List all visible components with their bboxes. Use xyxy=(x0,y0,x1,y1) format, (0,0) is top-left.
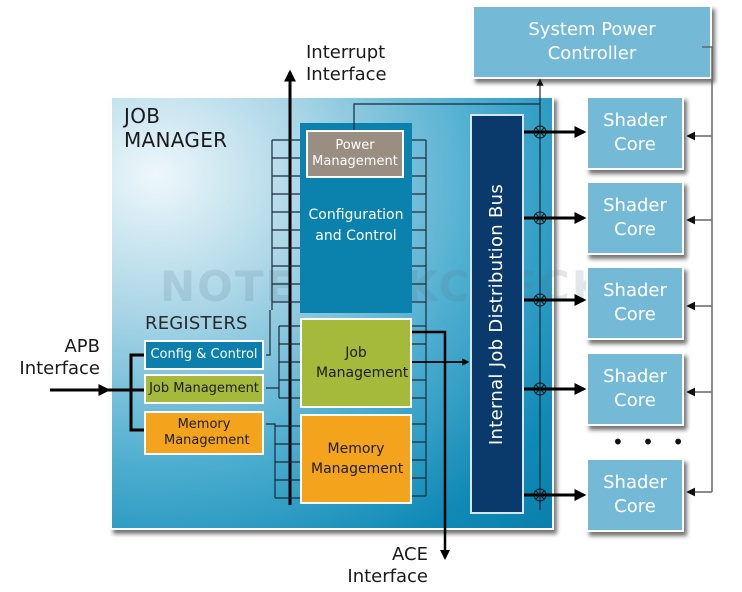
system-power-controller: System Power Controller xyxy=(472,5,712,79)
shader-core-line2: Core xyxy=(614,219,656,240)
shader-core: Shader Core xyxy=(586,266,684,340)
switch-icon xyxy=(533,382,547,396)
shader-core-line1: Shader xyxy=(603,110,667,131)
shader-core-line2: Core xyxy=(614,390,656,411)
ace-line2: Interface xyxy=(347,566,428,587)
internal-job-distribution-bus xyxy=(470,114,524,514)
apb-interface-label: APB Interface xyxy=(14,336,100,380)
shader-core: Shader Core xyxy=(586,458,684,532)
job-management-block: Job Management xyxy=(300,318,412,408)
interrupt-line2: Interface xyxy=(306,64,387,85)
switch-icon xyxy=(533,211,547,225)
shader-core: Shader Core xyxy=(586,181,684,255)
configuration-control-line1: Configuration xyxy=(308,207,404,223)
job-manager-title-line1: JOB xyxy=(124,104,161,128)
apb-bracket xyxy=(108,353,144,432)
bus-to-cores-arrows xyxy=(524,126,587,501)
shader-core-line2: Core xyxy=(614,134,656,155)
configuration-control-line2: and Control xyxy=(315,228,397,244)
shader-core-line1: Shader xyxy=(603,366,667,387)
memory-management-label: Memory Management xyxy=(311,441,404,477)
switch-icon xyxy=(533,488,547,502)
shader-core: Shader Core xyxy=(586,352,684,426)
switch-icon xyxy=(533,293,547,307)
switch-icons xyxy=(533,125,547,502)
shader-core-line1: Shader xyxy=(603,195,667,216)
configuration-control-label: Configuration and Control xyxy=(300,205,412,247)
shader-core-line1: Shader xyxy=(603,280,667,301)
job-to-ace-wire xyxy=(412,330,450,560)
spc-label-line1: System Power xyxy=(528,19,656,40)
shader-core-line2: Core xyxy=(614,304,656,325)
right-ladder xyxy=(412,139,427,497)
job-management-label: Job Management xyxy=(316,345,409,381)
power-management-block: Power Management xyxy=(306,130,404,178)
power-management-label: Power Management xyxy=(312,138,398,169)
register-memory-management-label: Memory Management xyxy=(164,417,250,448)
spc-label-line2: Controller xyxy=(547,43,637,64)
registers-title: REGISTERS xyxy=(145,313,248,334)
interrupt-interface-label: Interrupt Interface xyxy=(306,42,387,86)
ace-line1: ACE xyxy=(392,544,428,565)
shader-core: Shader Core xyxy=(586,96,684,170)
register-config-control-label: Config & Control xyxy=(150,347,258,362)
left-ladder-job-mem xyxy=(266,310,300,499)
memory-management-block: Memory Management xyxy=(300,414,412,504)
left-ladder-config xyxy=(271,139,300,310)
register-config-control: Config & Control xyxy=(144,340,264,370)
register-job-management: Job Management xyxy=(144,374,264,404)
register-memory-management: Memory Management xyxy=(144,411,264,455)
interrupt-line1: Interrupt xyxy=(306,42,386,63)
spc-to-cores-wires xyxy=(686,46,713,497)
apb-line2: Interface xyxy=(19,358,100,379)
job-manager-title-line2: MANAGER xyxy=(124,128,228,152)
register-job-management-label: Job Management xyxy=(149,381,259,396)
switch-icon xyxy=(533,125,547,139)
job-manager-title: JOB MANAGER xyxy=(124,104,227,152)
shader-core-line1: Shader xyxy=(603,472,667,493)
apb-line1: APB xyxy=(64,336,100,357)
ace-interface-label: ACE Interface xyxy=(340,544,428,588)
shader-core-line2: Core xyxy=(614,496,656,517)
ellipsis: • • • xyxy=(612,430,691,454)
pm-to-spc-wire xyxy=(353,103,540,130)
